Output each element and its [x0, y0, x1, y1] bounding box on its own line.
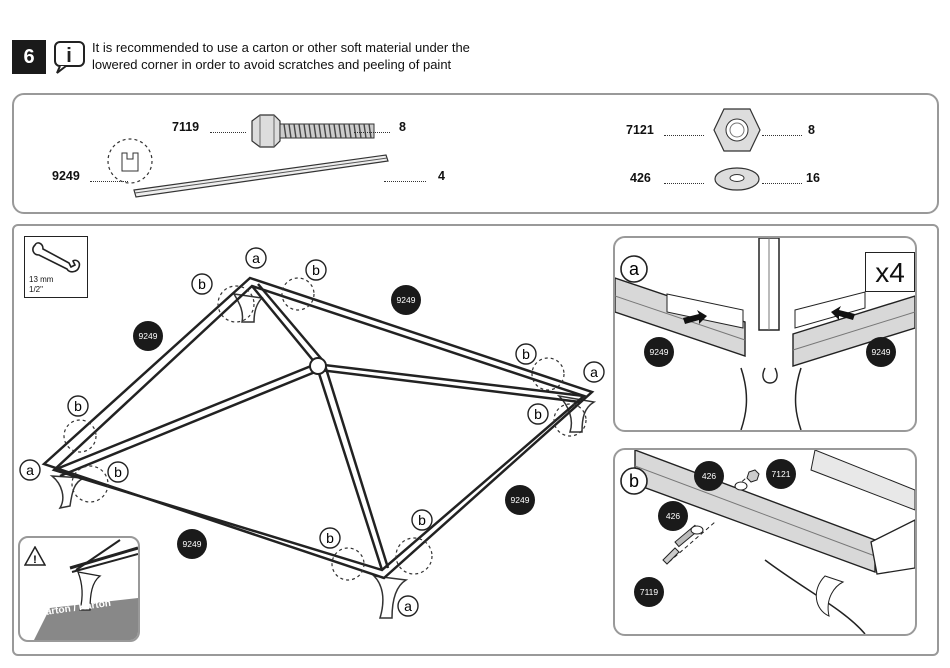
profile-9249-illustration — [104, 135, 404, 200]
part-tag-3: 9249 — [511, 495, 530, 505]
label-b-8: b — [418, 512, 426, 528]
part-tag-4: 9249 — [183, 539, 202, 549]
wrench-tool-box: 13 mm 1/2" — [24, 236, 88, 298]
label-b-3: b — [522, 346, 530, 362]
dots — [664, 183, 704, 184]
detail-b-tag-4: 7119 — [640, 587, 659, 597]
detail-b-panel: b 426 7121 426 7119 — [613, 448, 917, 636]
detail-a-tags: 9249 9249 — [615, 238, 915, 430]
part-code-7119: 7119 — [172, 120, 199, 134]
nut-7121-illustration — [712, 107, 762, 153]
dots — [762, 135, 802, 136]
label-a-2: a — [590, 364, 598, 380]
step-number: 6 — [12, 40, 46, 74]
detail-a-tag-2: 9249 — [872, 347, 891, 357]
svg-text:i: i — [66, 45, 72, 67]
label-b-2: b — [312, 262, 320, 278]
dots — [90, 181, 128, 182]
dots — [762, 183, 802, 184]
note-line-2: lowered corner in order to avoid scratch… — [92, 56, 470, 73]
part-code-7121: 7121 — [626, 123, 654, 137]
detail-b-tag-1: 426 — [702, 471, 716, 481]
warning-icon: ! — [24, 546, 46, 566]
dots — [210, 132, 246, 133]
part-code-9249: 9249 — [52, 169, 80, 183]
wrench-size-mm: 13 mm — [29, 275, 53, 284]
detail-a-tag-1: 9249 — [650, 347, 669, 357]
detail-b-tags: 426 7121 426 7119 — [615, 450, 915, 634]
part-qty-7121: 8 — [808, 123, 815, 137]
label-b-5: b — [74, 398, 82, 414]
svg-text:!: ! — [33, 554, 37, 566]
washer-426-illustration — [712, 165, 762, 193]
label-a-4: a — [26, 462, 34, 478]
label-a-1: a — [252, 250, 260, 266]
detail-a-panel: a x4 9249 9249 — [613, 236, 917, 432]
dots — [664, 135, 704, 136]
detail-b-tag-3: 426 — [666, 511, 680, 521]
part-code-426: 426 — [630, 171, 651, 185]
warning-inset: ! Carton / Karton — [18, 536, 140, 642]
label-b-6: b — [114, 464, 122, 480]
wrench-size-in: 1/2" — [29, 285, 43, 294]
label-a-3: a — [404, 598, 412, 614]
part-qty-9249: 4 — [438, 169, 445, 183]
part-tag-1: 9249 — [139, 331, 158, 341]
dots — [354, 132, 390, 133]
label-b-7: b — [326, 530, 334, 546]
info-icon: i — [52, 40, 86, 74]
instruction-note: It is recommended to use a carton or oth… — [92, 39, 470, 73]
part-tag-2: 9249 — [397, 295, 416, 305]
dots — [384, 181, 426, 182]
part-qty-426: 16 — [806, 171, 820, 185]
detail-b-tag-2: 7121 — [772, 469, 791, 479]
parts-panel: 7119 8 9249 4 7121 8 426 16 — [12, 93, 939, 214]
label-b-1: b — [198, 276, 206, 292]
wrench-icon — [29, 239, 85, 275]
label-b-4: b — [534, 406, 542, 422]
note-line-1: It is recommended to use a carton or oth… — [92, 39, 470, 56]
part-qty-7119: 8 — [399, 120, 406, 134]
